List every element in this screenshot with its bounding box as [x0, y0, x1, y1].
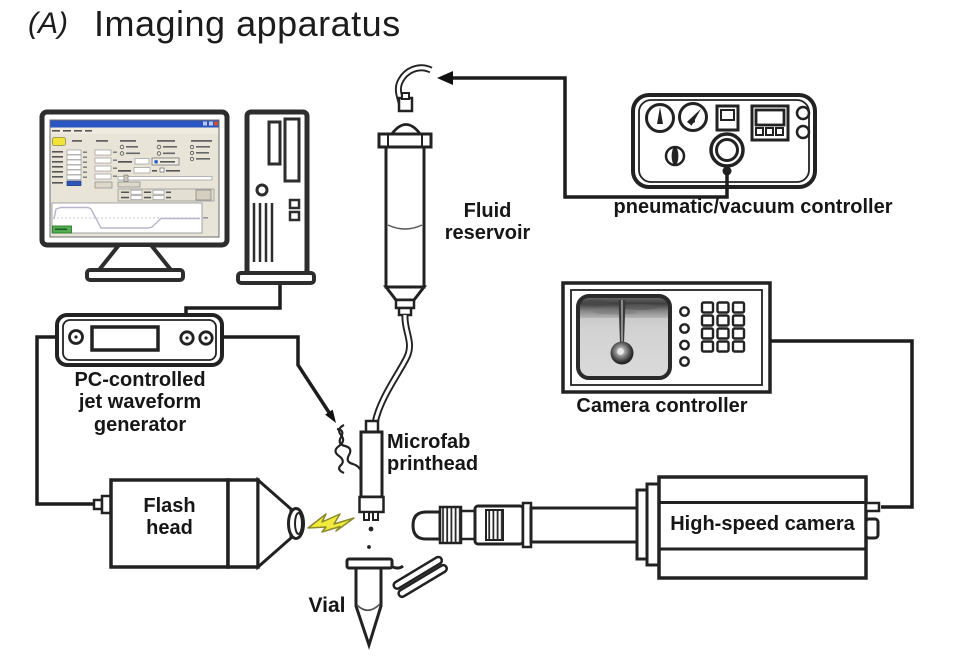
vial-body: [354, 566, 383, 650]
panel-label: (A): [28, 7, 68, 40]
fluid-reservoir-syringe: [371, 64, 433, 424]
toggle-switch: [715, 104, 740, 132]
arrowhead-to-reservoir-tube: [437, 71, 453, 85]
vacuum-gauge: [678, 102, 708, 132]
microfab-printhead-device: [358, 419, 385, 521]
camera-lens-assembly: [411, 482, 661, 567]
software-burst-panel: [117, 188, 215, 202]
pressure-gauge: [645, 103, 675, 133]
drive-bay-slot: [283, 117, 301, 183]
software-menubar: [50, 127, 219, 134]
drive-waveform-trace: [53, 206, 200, 229]
controller-droplet-screen: [576, 294, 672, 380]
controller-keypad: [700, 301, 746, 353]
flash-head-body: [109, 478, 230, 569]
label-pneumatic-controller: pneumatic/vacuum controller: [613, 196, 893, 218]
vial-device: [345, 555, 448, 650]
label-flash-head: Flash head: [143, 495, 196, 540]
lens-focus-ring: [438, 505, 463, 545]
figure-title: Imaging apparatus: [94, 3, 401, 44]
flash-bolt-icon: [307, 513, 355, 533]
cable-controller-to-camera: [770, 339, 914, 509]
drive-bay-slot: [267, 120, 282, 166]
regulator-knob-large: [709, 132, 745, 168]
panel-port: [795, 124, 811, 140]
printhead-body: [359, 430, 384, 499]
cable-pneumatic-to-reservoir: [437, 71, 729, 199]
computer-monitor: [39, 109, 230, 282]
jetdrive-software-screen: [49, 119, 220, 238]
tower-vents: [252, 203, 274, 262]
camera-controller-box: [561, 281, 772, 394]
cable-generator-to-flash-head: [35, 335, 96, 506]
vial-fluid-line: [356, 603, 381, 612]
label-microfab-printhead: Microfab printhead: [387, 431, 479, 476]
software-trigger-options: [119, 144, 195, 162]
arrowhead-to-printhead: [325, 409, 336, 423]
selector-knob-small: [664, 145, 686, 167]
software-waveform-plot: [51, 202, 208, 234]
reservoir-flange: [377, 132, 433, 149]
label-waveform-generator: PC-controlled jet waveform generator: [74, 369, 206, 436]
vial-open-cap: [392, 555, 448, 599]
high-speed-camera-body: [657, 475, 881, 580]
ejected-droplets: [367, 526, 374, 549]
lens-barrel-tube: [529, 506, 639, 544]
panel-output-port: [722, 166, 732, 176]
flash-head-cone: [256, 476, 293, 571]
generator-display: [90, 325, 160, 352]
camera-rear-connector: [864, 517, 880, 540]
software-highlighted-field: [66, 180, 82, 186]
pc-tower: [236, 109, 316, 285]
monitor-stand: [94, 243, 176, 272]
figure-header: (A) Imaging apparatus: [0, 0, 976, 52]
panel-port: [795, 105, 811, 121]
fluid-meniscus: [387, 224, 423, 230]
twisted-drive-wires: [334, 424, 363, 475]
reservoir-feed-tube: [371, 314, 413, 424]
label-vial: Vial: [308, 594, 346, 617]
label-high-speed-camera: High-speed camera: [670, 513, 855, 535]
tower-base: [236, 271, 316, 285]
label-camera-controller: Camera controller: [576, 395, 748, 417]
label-fluid-reservoir: Fluid reservoir: [444, 200, 531, 245]
flash-head-device: [92, 476, 305, 571]
software-parameter-fields: [52, 149, 117, 189]
digital-readout: [750, 104, 790, 142]
software-titlebar: [50, 120, 219, 128]
monitor-base: [85, 268, 185, 282]
power-button: [255, 183, 269, 197]
lens-focus-ring: [485, 509, 504, 541]
controller-side-buttons: [679, 306, 690, 367]
cable-generator-to-printhead: [208, 335, 336, 423]
reservoir-barrel: [384, 145, 426, 289]
pneumatic-controller-panel: [631, 93, 817, 189]
software-start-button: [52, 137, 66, 146]
jet-waveform-generator-box: [55, 313, 224, 367]
